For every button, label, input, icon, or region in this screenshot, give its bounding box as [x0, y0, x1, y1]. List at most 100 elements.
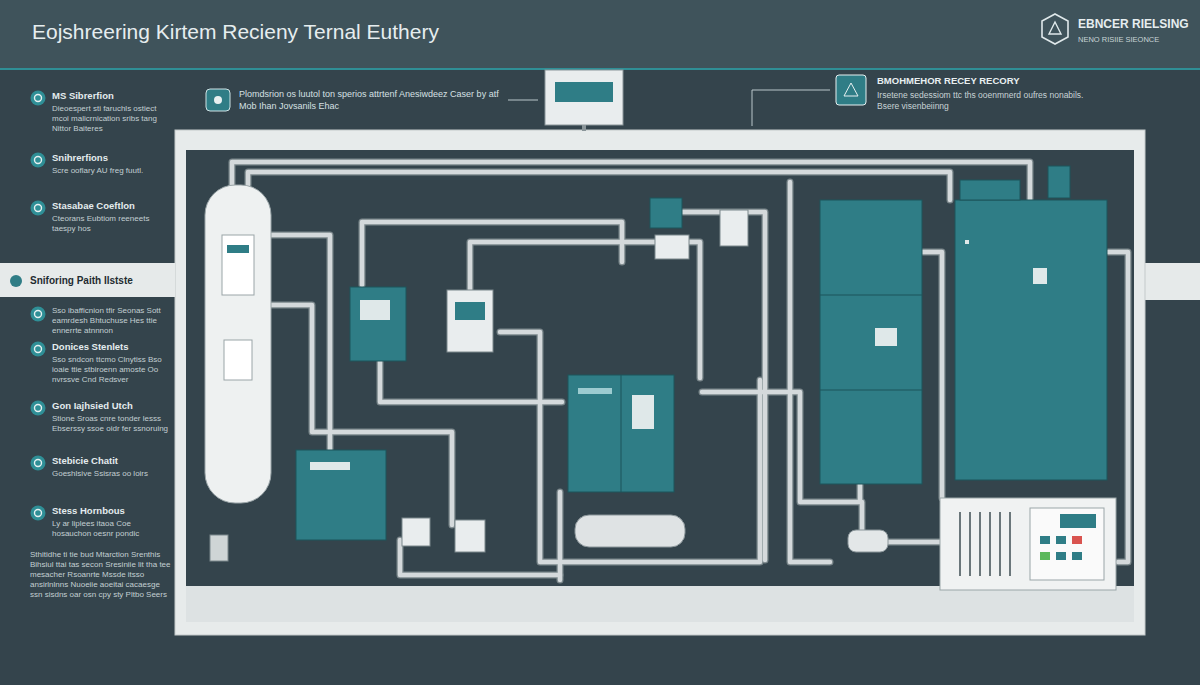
node-text: Goeshlsive Ssisras oo loirs	[52, 469, 172, 479]
item-icon	[30, 505, 46, 521]
control-box	[350, 287, 406, 361]
ac-button	[1056, 552, 1066, 560]
icon-disc	[31, 401, 46, 416]
icon-disc	[31, 342, 46, 357]
node-text: Plomdsrion os luutol ton sperios attrten…	[239, 88, 505, 112]
node-heading: Stess Hornbous	[52, 505, 172, 517]
node-text: Cteorans Eubtiom reeneets taespy hos	[52, 214, 172, 234]
cabinet-bullet	[965, 240, 969, 244]
icon-ring	[35, 510, 42, 517]
icon-disc	[31, 307, 46, 322]
cabinet-label	[578, 388, 612, 394]
node-heading: Gon Iajhsied Utch	[52, 400, 172, 412]
main-cabinet	[955, 200, 1107, 480]
item-icon	[30, 341, 46, 357]
pump-unit	[402, 518, 430, 546]
icon-square	[206, 89, 230, 111]
icon-ring	[35, 405, 42, 412]
icon-disc	[10, 275, 22, 287]
icon-dot	[214, 96, 222, 104]
callout-icon	[835, 74, 867, 106]
ac-keypad	[1030, 508, 1104, 580]
feature-item: Donices StenletsSso sndcon ttcmo Clnytis…	[30, 341, 172, 385]
feature-item: Stasabae CoeftlonCteorans Eubtiom reenee…	[30, 200, 172, 234]
node-text: Ly ar liplees itaoa Coe hosauchon oesnr …	[52, 519, 172, 539]
ac-button	[1072, 552, 1082, 560]
water-heater	[205, 185, 271, 503]
node-text: Scre ooflary AU freg fuutl.	[52, 166, 172, 176]
node-text: Stione Sroas cnre tonder lesss Ebserssy …	[52, 414, 172, 434]
node-heading: Stasabae Coeftlon	[52, 200, 172, 212]
icon-disc	[31, 153, 46, 168]
node-heading: Snihrerfions	[52, 152, 172, 164]
node-heading: MS Sibrerfion	[52, 90, 172, 102]
heater-plate-mark	[227, 245, 249, 253]
icon-disc	[31, 506, 46, 521]
node-text: Sniforing Paith Ilstste	[30, 275, 169, 287]
frame-floor	[186, 586, 1134, 622]
side-band	[1145, 263, 1200, 300]
item-icon	[30, 90, 46, 106]
callout-box: BMOHMEHOR RECEY RECORYIrsetene sedessiom…	[835, 74, 1090, 112]
icon-disc	[31, 456, 46, 471]
node-text: Sso ibafficnion tfir Seonas Sott eamrdes…	[52, 306, 172, 336]
heater-plate	[224, 340, 252, 380]
cabinet-label	[875, 328, 897, 346]
callout-icon	[205, 88, 231, 112]
node-text: Dieoespert sti faruchls ostiect mcoi mal…	[52, 104, 172, 134]
frame-housing	[175, 130, 1145, 635]
heater-plate	[222, 235, 254, 295]
ac-unit	[940, 498, 1116, 590]
controller-unit	[545, 70, 623, 125]
feature-item: Sso ibafficnion tfir Seonas Sott eamrdes…	[30, 306, 172, 336]
section-band: Sniforing Paith Ilstste	[0, 263, 175, 297]
logo-text: NENO RISIIE SIEONCE	[1078, 35, 1198, 44]
note-text: Sthitidhe ti tie bud Mtarction Srenthis …	[30, 550, 172, 600]
cabinet-seam	[621, 375, 622, 492]
controller-screen	[555, 82, 613, 102]
pump-controller	[296, 450, 386, 540]
ac-button	[1040, 536, 1050, 544]
storage-tank	[575, 515, 685, 547]
cabinet-seam	[820, 390, 922, 391]
sensor-box	[720, 210, 748, 246]
icon-ring	[35, 95, 42, 102]
feature-item: Gon Iajhsied UtchStione Sroas cnre tonde…	[30, 400, 172, 434]
item-icon	[30, 152, 46, 168]
cabinet-top-box	[960, 180, 1020, 200]
node-text: Sso sndcon ttcmo Clnytiss Bso ioaie ttie…	[52, 355, 172, 385]
feature-item: Stess Hornbous Ly ar liplees itaoa Coe ho…	[30, 505, 172, 539]
icon-ring	[35, 311, 42, 318]
leader-line	[752, 90, 830, 126]
logo-mark	[1049, 22, 1061, 34]
ac-display	[1060, 514, 1096, 528]
sensor-box	[650, 198, 682, 228]
center-cabinet	[568, 375, 674, 492]
logo-text: EBNCER RIELSING	[1078, 17, 1198, 32]
controller-stem	[582, 125, 586, 131]
logo-hexagon	[1042, 14, 1068, 44]
item-icon	[30, 200, 46, 216]
icon-ring	[35, 157, 42, 164]
icon-square	[836, 75, 866, 105]
node-text: Irsetene sedessiom ttc ths ooenmnerd ouf…	[877, 90, 1090, 112]
leader-line	[508, 100, 538, 101]
callout-box: Plomdsrion os luutol ton sperios attrten…	[205, 88, 505, 112]
ac-button	[1056, 536, 1066, 544]
feature-item: SnihrerfionsScre ooflary AU freg fuutl.	[30, 152, 172, 176]
icon-disc	[31, 201, 46, 216]
sensor-box	[655, 235, 689, 259]
cabinet-seam	[820, 295, 922, 296]
ac-button	[1040, 552, 1050, 560]
small-tank	[848, 530, 888, 552]
tall-cabinet	[820, 200, 922, 484]
feature-item: MS SibrerfionDieoespert sti faruchls ost…	[30, 90, 172, 134]
cabinet-top-box	[1048, 166, 1070, 198]
icon-ring	[35, 346, 42, 353]
item-icon	[30, 306, 46, 322]
icon-mark	[844, 83, 858, 96]
ac-grille	[960, 512, 1010, 576]
